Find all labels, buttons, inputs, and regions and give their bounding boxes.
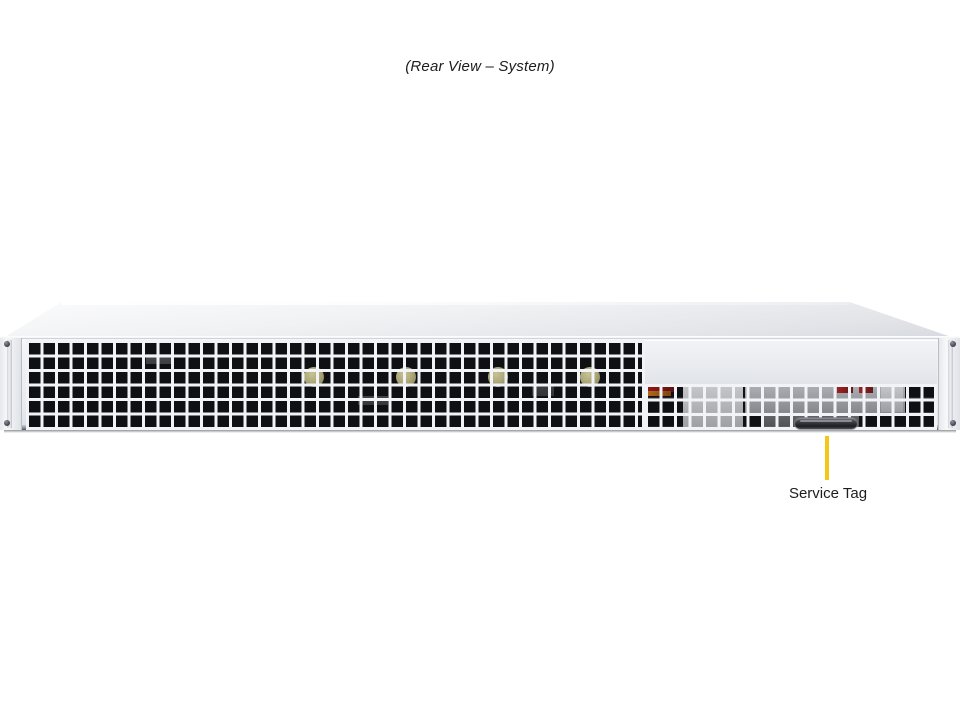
cable-accent-2: [645, 391, 671, 396]
interior-part-b: [358, 396, 388, 405]
callout-label-service-tag: Service Tag: [788, 485, 868, 502]
chassis-top-cover: [0, 296, 960, 340]
vent-grille-left: [26, 340, 645, 430]
rack-ear-right-screw-top: [950, 341, 956, 347]
chassis-drop-shadow: [4, 430, 956, 433]
rack-ear-right-screw-bottom: [950, 420, 956, 426]
fan-hub-1: [304, 367, 324, 387]
fan-hub-4: [580, 367, 600, 387]
server-chassis-illustration: [0, 296, 960, 436]
cable-accent-4: [859, 384, 873, 393]
rack-ear-left-screw-bottom: [4, 420, 10, 426]
vent-grille-left-bottom-cap: [26, 427, 645, 430]
chassis-interior-left: [26, 340, 645, 430]
psu-module-1: [683, 384, 743, 428]
rack-ear-left-screw-top: [4, 341, 10, 347]
vent-grille-right-bottom-cap: [645, 427, 937, 430]
top-cover-face: [0, 302, 960, 340]
cable-accent-3: [837, 384, 853, 393]
rack-ear-left-rail: [7, 340, 12, 428]
interior-part-a: [146, 354, 172, 364]
service-tag-slot[interactable]: [795, 418, 857, 429]
rack-ear-right: [938, 338, 960, 430]
vent-grille-left-right-cap: [642, 340, 645, 430]
callout-leader-line-service-tag: [825, 436, 829, 480]
figure-caption: (Rear View – System): [405, 58, 555, 75]
chassis-interior-right: [645, 384, 937, 430]
interior-part-c: [532, 384, 554, 396]
fan-hub-2: [396, 367, 416, 387]
top-cover-highlight: [61, 302, 850, 305]
interior-part-d: [881, 386, 903, 412]
blank-filler-panel: [645, 340, 937, 384]
fan-hub-3: [488, 367, 508, 387]
rack-ear-right-rail: [948, 340, 953, 428]
vent-grille-right-right-cap: [934, 384, 937, 430]
rack-ear-left: [0, 338, 22, 430]
service-tag-lip: [800, 420, 852, 422]
vent-grille-right: [645, 384, 937, 430]
